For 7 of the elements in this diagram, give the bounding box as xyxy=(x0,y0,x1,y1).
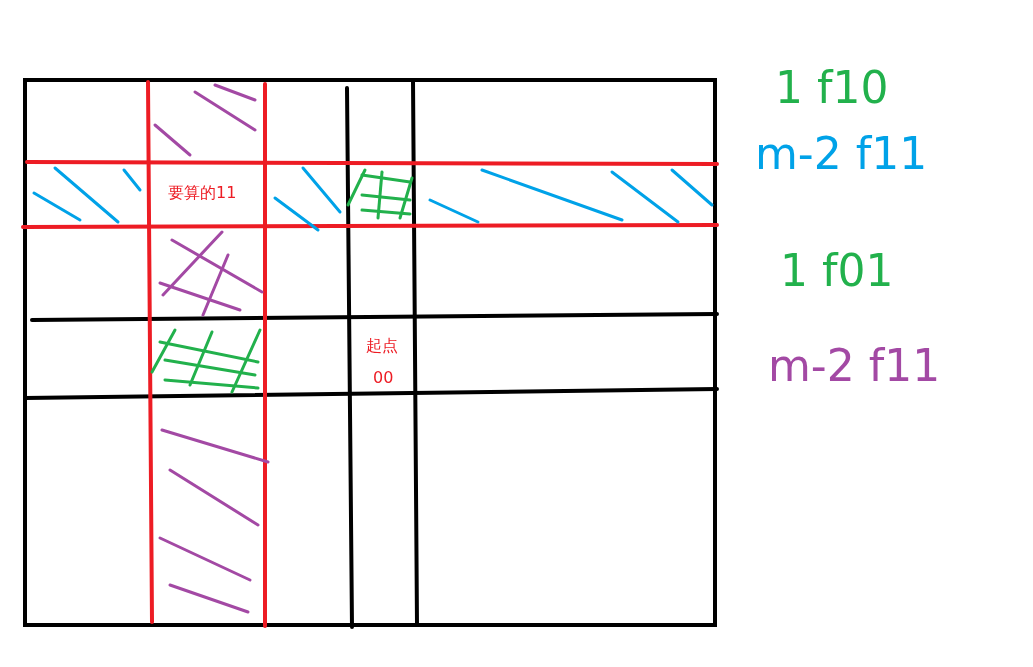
handwritten-note: 1 f01 xyxy=(780,245,894,296)
handwritten-note: m-2 f11 xyxy=(755,128,928,179)
handwritten-note: 1 f10 xyxy=(775,62,889,113)
cell-label: 起点 xyxy=(366,336,398,357)
cell-label: 要算的11 xyxy=(168,183,237,204)
handwritten-note: m-2 f11 xyxy=(768,340,941,391)
cell-label: 00 xyxy=(373,368,394,387)
